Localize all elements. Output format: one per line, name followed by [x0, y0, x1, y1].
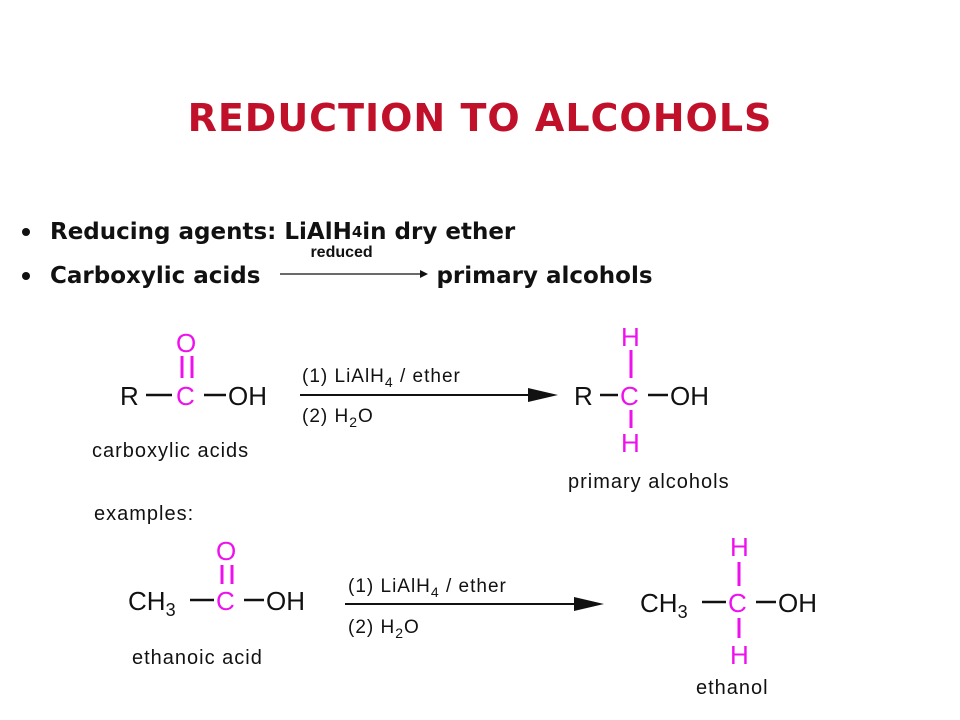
- example-step1: (1) LiAlH4 / ether: [348, 576, 507, 600]
- alcohols-label: primary alcohols: [436, 263, 653, 289]
- example-product-ch: CH3: [640, 588, 688, 622]
- example-product-name: ethanol: [696, 677, 769, 699]
- example-reactant-ch: CH3: [128, 586, 176, 620]
- general-product-r: R: [574, 381, 593, 411]
- general-product-c: C: [620, 381, 639, 411]
- reduced-arrow-icon: [280, 270, 429, 278]
- general-step1: (1) LiAlH4 / ether: [302, 366, 461, 390]
- example-reactant-c: C: [216, 586, 235, 616]
- general-reactant-name: carboxylic acids: [92, 440, 249, 462]
- bullet-carboxylic-acids: Carboxylic acids reduced primary alcohol…: [22, 244, 653, 298]
- general-product-name: primary alcohols: [568, 471, 730, 493]
- bullet-dot-icon: [22, 272, 30, 280]
- page-title: REDUCTION TO ALCOHOLS: [187, 96, 773, 140]
- examples-label: examples:: [94, 503, 194, 525]
- general-reactant-oh: OH: [228, 381, 267, 411]
- general-reactant-c: C: [176, 381, 195, 411]
- general-reactant-r: R: [120, 381, 139, 411]
- arrowhead-icon: [574, 597, 604, 611]
- example-product-h-top: H: [730, 532, 749, 562]
- example-step2: (2) H2O: [348, 617, 420, 641]
- example-product-oh: OH: [778, 588, 817, 618]
- reduced-label: reduced: [310, 244, 373, 261]
- example-reactant-name: ethanoic acid: [132, 647, 263, 669]
- agents-tail: in dry ether: [362, 219, 516, 245]
- general-arrow: (1) LiAlH4 / ether (2) H2O: [300, 366, 558, 430]
- general-step2: (2) H2O: [302, 406, 374, 430]
- agents-label: Reducing agents: LiAlH: [50, 219, 352, 245]
- example-reactant-o: O: [216, 536, 236, 566]
- bullet-dot-icon: [22, 228, 30, 236]
- example-product: CH3 C OH H H: [640, 532, 817, 670]
- acids-label: Carboxylic acids: [50, 263, 261, 289]
- example-product-h-bottom: H: [730, 640, 749, 670]
- example-product-c: C: [728, 588, 747, 618]
- example-reactant-oh: OH: [266, 586, 305, 616]
- agents-subscript: 4: [351, 223, 363, 241]
- arrowhead-icon: [528, 388, 558, 402]
- general-product: R C OH H H: [574, 322, 709, 458]
- example-arrow: (1) LiAlH4 / ether (2) H2O: [345, 576, 604, 641]
- general-reactant: R C OH O: [120, 328, 267, 411]
- general-product-h-bottom: H: [621, 428, 640, 458]
- example-reactant: CH3 C OH O: [128, 536, 305, 620]
- general-product-oh: OH: [670, 381, 709, 411]
- reduced-arrow-wrap: reduced: [260, 244, 436, 286]
- general-reactant-o: O: [176, 328, 196, 358]
- general-product-h-top: H: [621, 322, 640, 352]
